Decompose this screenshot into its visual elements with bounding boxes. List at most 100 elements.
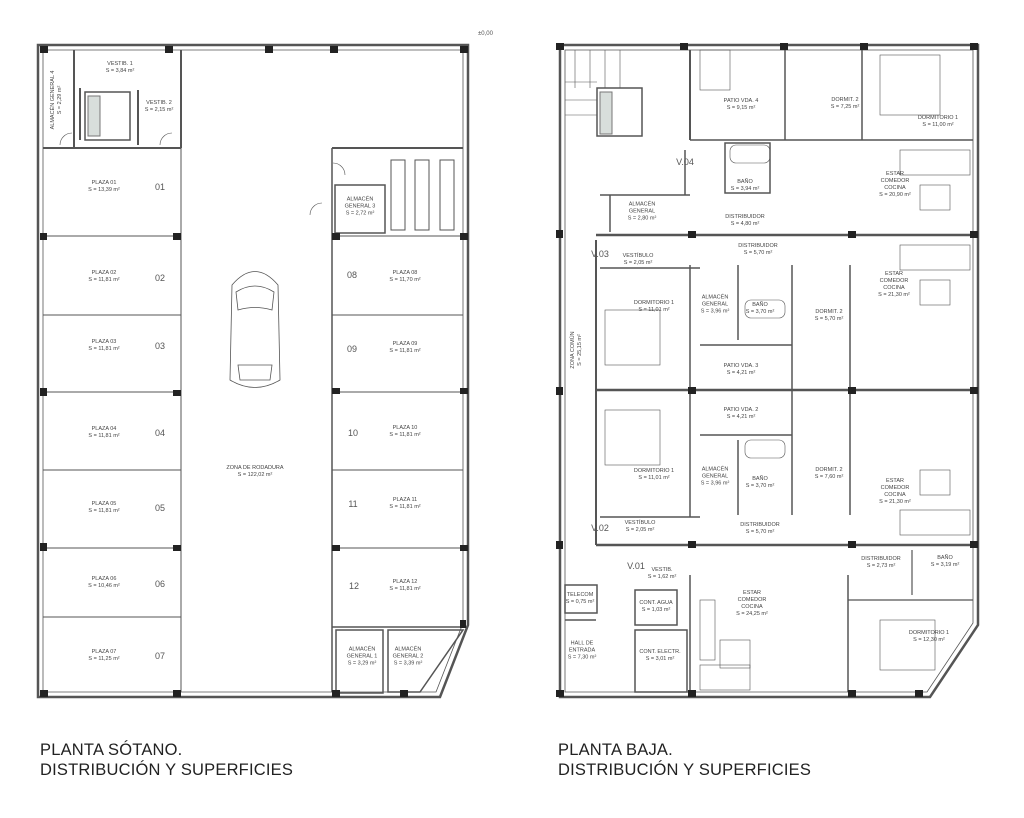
room-area: S = 11,70 m² [389,277,421,283]
room-area: S = 3,96 m² [700,308,730,315]
room-name: CONT. ELECTR. [639,649,681,655]
room-name: ESTAR [885,271,903,277]
room-area: S = 0,75 m² [565,599,595,605]
room-name: ALMACÉN [701,466,729,473]
room-area: S = 2,29 m² [57,85,63,115]
room-name: COMEDOR [880,485,910,491]
room-area: S = 11,81 m² [389,504,421,510]
parking-number: 03 [154,341,166,351]
room-cont-electr: CONT. ELECTR.S = 3,01 m² [639,649,680,663]
title-line: DISTRIBUCIÓN Y SUPERFICIES [558,761,812,779]
room-name: VESTIB. [651,567,673,573]
room-name: DISTRIBUIDOR [738,243,778,249]
room-area: S = 3,19 m² [930,562,960,568]
room-name: PLAZA 02 [91,270,117,276]
room-name: VESTIB. 1 [107,61,133,67]
room-name: PLAZA 10 [392,425,418,431]
basement-title: PLANTA SÓTANO.DISTRIBUCIÓN Y SUPERFICIES [40,740,293,780]
room-name: BAÑO [752,302,768,308]
room-name: DORMITORIO 1 [633,300,675,306]
room-name: DISTRIBUIDOR [725,214,765,220]
title-line: PLANTA BAJA. [558,741,673,759]
room-name: PLAZA 04 [91,426,117,432]
room-area: S = 12,30 m² [913,637,945,643]
room-name: COMEDOR [879,278,909,284]
room-area: S = 3,70 m² [745,483,775,489]
room-area: S = 4,21 m² [726,414,756,420]
room-area: S = 11,01 m² [638,475,670,481]
room-area: S = 3,29 m² [347,660,377,667]
room-area: S = 25,15 m² [577,334,583,366]
unit-tag-v01: V.01 [627,561,645,571]
room-area: S = 3,70 m² [745,309,775,315]
room-name: PLAZA 06 [91,576,117,582]
room-area: S = 13,39 m² [88,187,120,193]
room-area: S = 24,25 m² [736,611,768,617]
ground-floor-walls [556,43,980,699]
room-name: ZONA COMÚN [570,331,576,369]
room-name: COCINA [884,185,906,191]
room-name: PATIO VDA. 3 [723,363,759,369]
room-name: DORMIT. 2 [831,97,859,103]
room-area: S = 3,01 m² [645,656,675,662]
room-name: COCINA [884,492,906,498]
room-name: ESTAR [886,478,904,484]
parking-number: 05 [154,503,166,513]
room-area: S = 11,25 m² [88,656,120,662]
room-area: S = 11,81 m² [389,432,421,438]
room-name: PLAZA 05 [91,501,117,507]
room-area: S = 5,70 m² [814,316,844,322]
room-name: ALMACÉN GENERAL 1 [346,646,378,660]
room-name: DORMITORIO 1 [917,115,959,121]
room-name: DISTRIBUIDOR [861,556,901,562]
room-area: S = 21,30 m² [878,292,910,298]
parking-number: 07 [154,651,166,661]
room-area: S = 2,05 m² [625,527,655,533]
parking-number: 01 [154,182,166,192]
parking-number: 11 [348,499,358,509]
room-area: S = 11,81 m² [88,508,120,514]
room-area: S = 11,81 m² [88,346,120,352]
room-name: COCINA [741,604,763,610]
room-name: PLAZA 01 [91,180,117,186]
room-area: S = 4,21 m² [726,370,756,376]
room-name: ALMACÉN GENERAL 3 [344,196,376,210]
room-area: S = 3,96 m² [700,480,730,487]
room-name: PLAZA 07 [91,649,117,655]
room-name: TELECOM [566,592,594,598]
room-name: COMEDOR [880,178,910,184]
room-name: ESTAR [886,171,904,177]
room-area: S = 4,80 m² [730,221,760,227]
room-area: S = 2,73 m² [866,563,896,569]
room-name: ALMACÉN [701,294,729,301]
room-area: S = 20,90 m² [879,192,911,198]
room-name: BAÑO [937,555,953,561]
